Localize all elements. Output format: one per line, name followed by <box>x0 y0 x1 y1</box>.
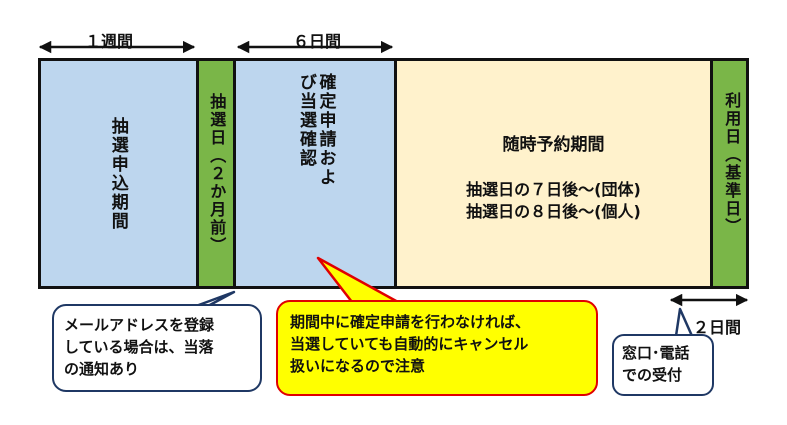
counter-line: 窓口･電話 <box>622 344 690 362</box>
confirmation-period-segment: 確定申請および当選確認 <box>236 58 394 289</box>
application-period-label: 抽選申込期間 <box>107 116 128 231</box>
application-period-segment: 抽選申込期間 <box>38 58 196 289</box>
counter-callout-tail <box>674 307 694 337</box>
email-notice-line: の通知あり <box>64 359 140 378</box>
warning-line: 当選していても自動的にキャンセル <box>290 334 529 353</box>
confirmation-period-label: 確定申請および当選確認 <box>296 72 336 187</box>
email-callout-tail <box>195 290 236 308</box>
span-label-two-days: ２日間 <box>693 318 742 337</box>
use-day-label: 利用日（基準日） <box>722 91 742 236</box>
flexible-booking-group: 抽選日の７日後～(団体) <box>466 180 641 199</box>
warning-callout-tail <box>316 256 399 304</box>
lottery-day-label: 抽選日（２か月前） <box>207 92 227 255</box>
warning-callout: 期間中に確定申請を行わなければ、 当選していても自動的にキャンセル 扱いになるの… <box>276 300 598 396</box>
counter-line: での受付 <box>622 365 683 384</box>
counter-callout: 窓口･電話 での受付 <box>612 334 714 396</box>
email-notice-line: している場合は、当落 <box>64 337 214 356</box>
lottery-day-segment: 抽選日（２か月前） <box>196 58 236 289</box>
flexible-booking-title: 随時予約期間 <box>502 135 605 155</box>
flexible-booking-segment: 随時予約期間 抽選日の７日後～(団体) 抽選日の８日後～(個人) <box>394 58 710 289</box>
flexible-booking-individual: 抽選日の８日後～(個人) <box>466 202 641 221</box>
warning-line: 期間中に確定申請を行わなければ、 <box>290 313 531 331</box>
warning-line: 扱いになるので注意 <box>290 356 426 375</box>
email-notice-callout: メールアドレスを登録 している場合は、当落 の通知あり <box>52 304 262 392</box>
email-notice-line: メールアドレスを登録 <box>64 316 215 334</box>
use-day-segment: 利用日（基準日） <box>710 58 749 289</box>
